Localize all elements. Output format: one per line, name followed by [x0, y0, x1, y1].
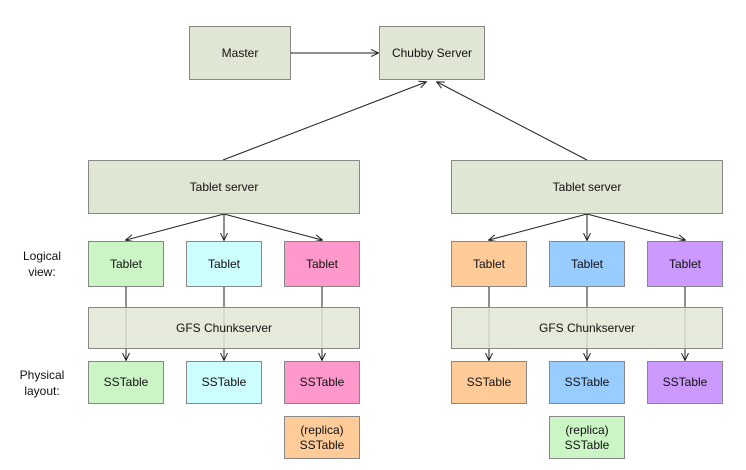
left-tablet-2: Tablet — [186, 241, 262, 287]
right-replica-sstable: (replica) SSTable — [549, 416, 625, 459]
left-sstable-1: SSTable — [88, 361, 164, 404]
sstable-label: SSTable — [662, 375, 708, 389]
right-tablet-server: Tablet server — [451, 160, 723, 214]
left-gfs-chunkserver: GFS Chunkserver — [88, 307, 360, 349]
master-label: Master — [221, 45, 259, 60]
tablet-label: Tablet — [109, 256, 143, 271]
sstable-label: SSTable — [299, 375, 345, 389]
replica-label: (replica) SSTable — [564, 422, 610, 452]
right-sstable-2: SSTable — [549, 361, 625, 404]
right-gfs-label: GFS Chunkserver — [538, 320, 636, 335]
chubby-server-box: Chubby Server — [379, 26, 485, 80]
left-replica-sstable: (replica) SSTable — [284, 416, 360, 459]
right-sstable-3: SSTable — [647, 361, 723, 404]
tablet-label: Tablet — [472, 256, 506, 271]
replica-label: (replica) SSTable — [299, 422, 345, 452]
chubby-server-label: Chubby Server — [391, 45, 473, 60]
logical-view-label: Logical view: — [22, 249, 62, 279]
tablet-label: Tablet — [570, 256, 604, 271]
left-tablet-3: Tablet — [284, 241, 360, 287]
right-gfs-chunkserver: GFS Chunkserver — [451, 307, 723, 349]
sstable-label: SSTable — [466, 375, 512, 389]
left-tablet-server: Tablet server — [88, 160, 360, 214]
right-tablet-3: Tablet — [647, 241, 723, 287]
sstable-label: SSTable — [564, 375, 610, 389]
left-sstable-3: SSTable — [284, 361, 360, 404]
left-sstable-2: SSTable — [186, 361, 262, 404]
right-tablet-2: Tablet — [549, 241, 625, 287]
left-server-chubby-link — [222, 82, 426, 161]
master-box: Master — [189, 26, 291, 80]
sstable-label: SSTable — [201, 375, 247, 389]
left-to-tablet-3 — [223, 213, 322, 240]
left-gfs-label: GFS Chunkserver — [175, 320, 273, 335]
tablet-label: Tablet — [207, 256, 241, 271]
right-to-tablet-3 — [586, 213, 685, 240]
right-server-chubby-link — [437, 82, 588, 161]
sstable-label: SSTable — [103, 375, 149, 389]
tablet-label: Tablet — [305, 256, 339, 271]
left-tablet-1: Tablet — [88, 241, 164, 287]
right-sstable-1: SSTable — [451, 361, 527, 404]
tablet-label: Tablet — [668, 256, 702, 271]
right-to-tablet-1 — [489, 213, 588, 240]
left-to-tablet-1 — [126, 213, 225, 240]
left-tablet-server-label: Tablet server — [189, 179, 259, 194]
physical-layout-label: Physical layout: — [19, 368, 65, 398]
right-tablet-server-label: Tablet server — [552, 179, 622, 194]
right-tablet-1: Tablet — [451, 241, 527, 287]
